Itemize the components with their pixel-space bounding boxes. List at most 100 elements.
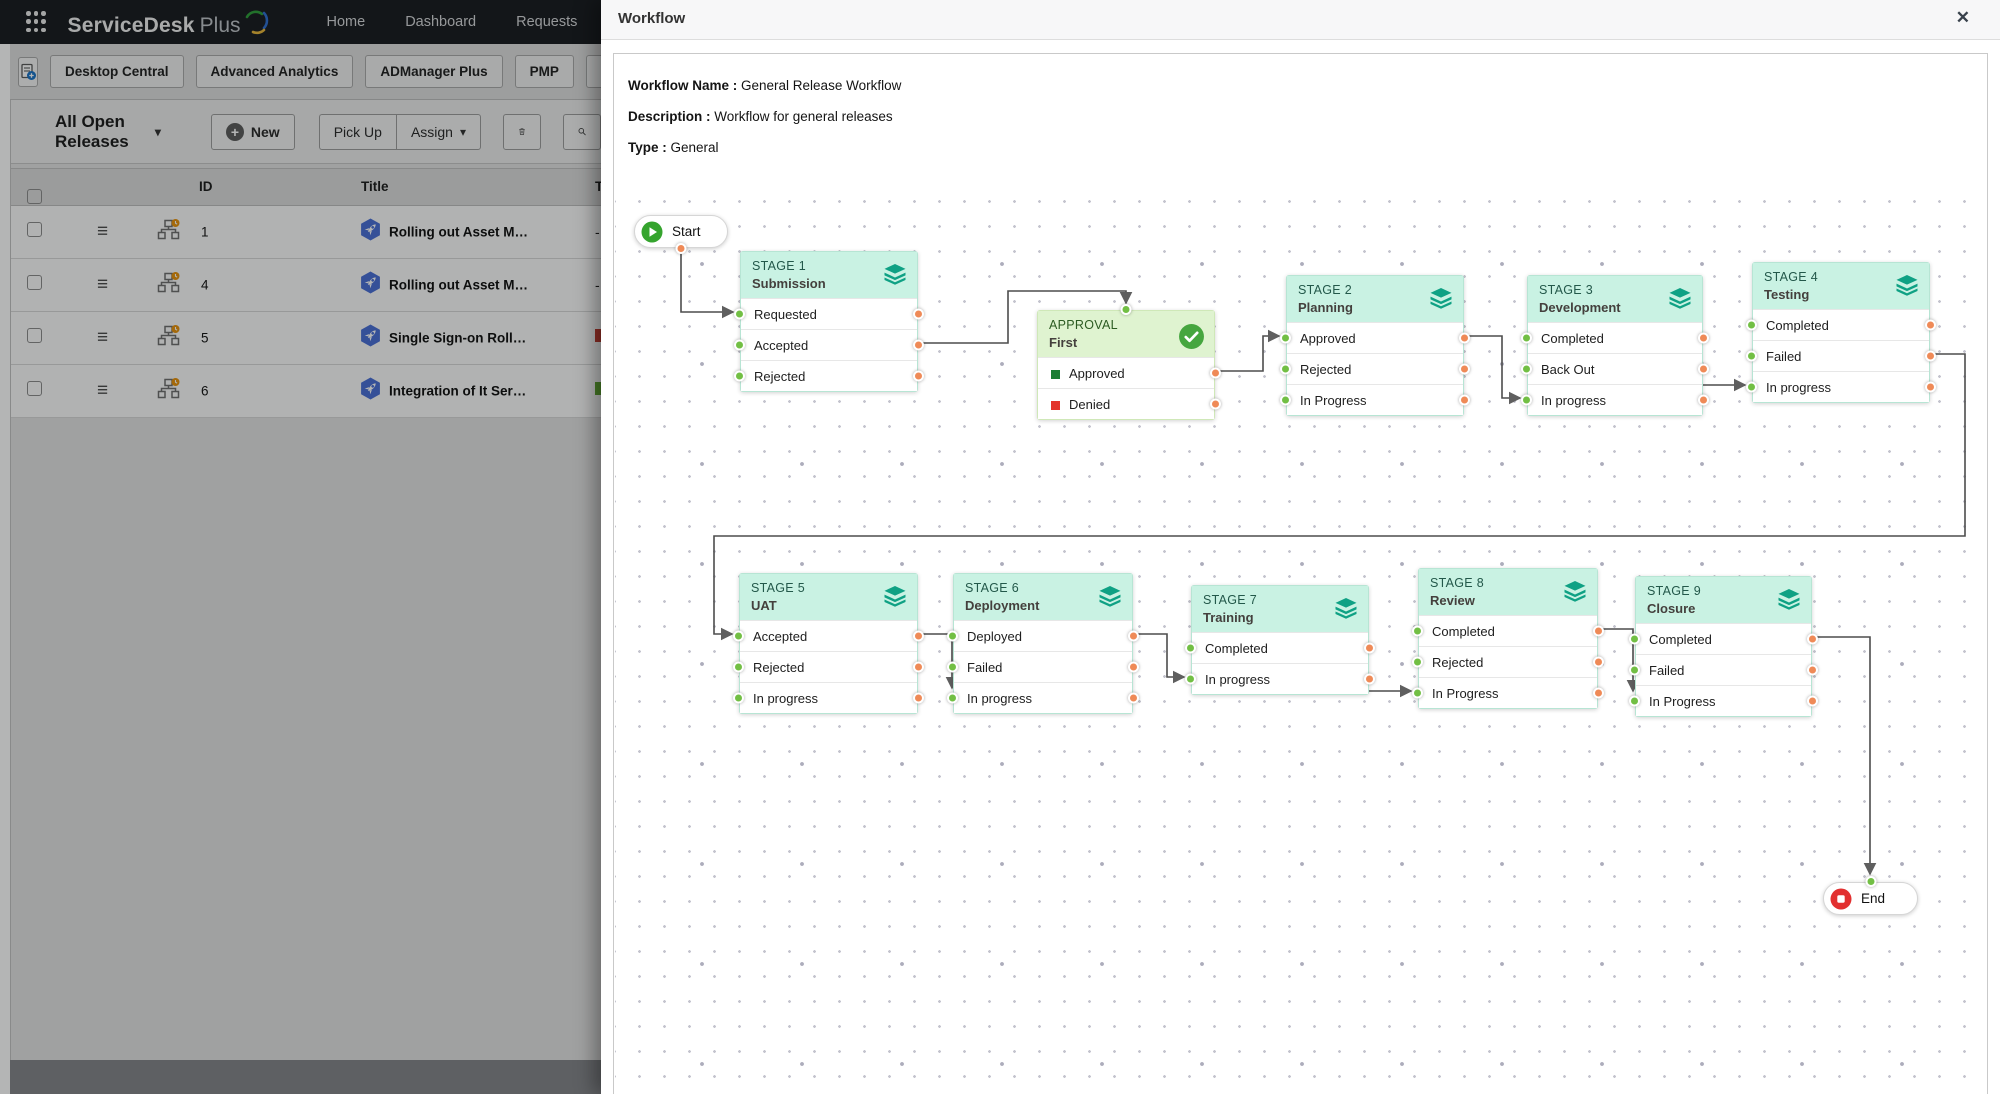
node-status-row[interactable]: Failed	[1746, 340, 1936, 371]
app-grid-icon[interactable]	[26, 11, 46, 33]
node-status-row[interactable]: In progress	[1521, 384, 1709, 415]
hamburger-icon[interactable]: ≡	[97, 274, 109, 295]
node-status-row[interactable]: In Progress	[1412, 677, 1604, 708]
brand-logo[interactable]: ServiceDesk Plus	[68, 6, 269, 38]
hamburger-icon[interactable]: ≡	[97, 380, 109, 401]
node-status-row[interactable]: Failed	[1629, 654, 1818, 685]
nav-item-requests[interactable]: Requests	[516, 14, 578, 30]
workflow-icon[interactable]	[157, 272, 181, 299]
layers-icon	[1667, 288, 1693, 314]
delete-button[interactable]	[503, 113, 541, 150]
node-status-row[interactable]: Completed	[1185, 632, 1375, 663]
new-release-button[interactable]: + New	[210, 113, 295, 150]
close-icon[interactable]: ✕	[1955, 8, 1970, 27]
node-status-row[interactable]: Completed	[1412, 615, 1604, 646]
tab-advanced-analytics[interactable]: Advanced Analytics	[195, 55, 354, 88]
row-title[interactable]: Single Sign-on Roll…	[389, 330, 527, 346]
row-title[interactable]: Integration of It Ser…	[389, 383, 527, 399]
pickup-button[interactable]: Pick Up	[318, 113, 396, 150]
col-header-id: ID	[199, 179, 213, 194]
row-checkbox[interactable]	[27, 222, 42, 242]
tab-admanager-plus[interactable]: ADManager Plus	[365, 55, 503, 88]
row-checkbox[interactable]	[27, 381, 42, 401]
node-status-row[interactable]: Approved	[1280, 322, 1470, 353]
node-status-row[interactable]: Completed	[1746, 309, 1936, 340]
status-in-port	[1629, 633, 1640, 645]
nav-item-home[interactable]: Home	[326, 14, 366, 30]
row-title[interactable]: Rolling out Asset M…	[389, 224, 528, 240]
node-status-row[interactable]: Requested	[734, 298, 924, 329]
release-filter-dropdown[interactable]: All Open Releases ▾	[55, 112, 161, 152]
status-out-port	[1459, 363, 1470, 375]
status-in-port	[1412, 656, 1423, 668]
check-icon	[1178, 323, 1205, 355]
status-in-port	[734, 308, 745, 320]
terminal-label: Start	[672, 224, 701, 239]
node-status-row[interactable]: In progress	[1185, 663, 1375, 694]
left-edge-strip	[0, 44, 10, 1094]
node-status-row[interactable]: Completed	[1521, 322, 1709, 353]
select-all-checkbox[interactable]	[27, 189, 42, 204]
hamburger-icon[interactable]: ≡	[97, 221, 109, 242]
workflow-icon[interactable]	[157, 325, 181, 352]
status-out-port	[1210, 398, 1221, 410]
node-status-row[interactable]: Rejected	[1412, 646, 1604, 677]
node-status-row[interactable]: Rejected	[734, 360, 924, 391]
node-status-row[interactable]: Rejected	[1280, 353, 1470, 384]
tab-desktop-central[interactable]: Desktop Central	[50, 55, 184, 88]
node-status-row[interactable]: In progress	[1746, 371, 1936, 402]
workflow-icon[interactable]	[157, 219, 181, 246]
node-status-row[interactable]: In Progress	[1280, 384, 1470, 415]
workflow-node-start[interactable]: Start	[634, 215, 728, 254]
modal-backdrop[interactable]	[0, 0, 601, 1094]
new-document-tab-button[interactable]	[18, 56, 38, 87]
node-status-row[interactable]: In progress	[733, 682, 924, 713]
status-in-port	[733, 661, 744, 673]
node-status-row[interactable]: Denied	[1038, 388, 1221, 419]
workflow-node-end[interactable]: End	[1823, 876, 1918, 915]
node-status-row[interactable]: Accepted	[733, 620, 924, 651]
node-status-row[interactable]: Accepted	[734, 329, 924, 360]
node-status-row[interactable]: Approved	[1038, 357, 1221, 388]
node-status-row[interactable]: In Progress	[1629, 685, 1818, 716]
node-status-row[interactable]: In progress	[947, 682, 1139, 713]
tab-pmp[interactable]: PMP	[514, 55, 574, 88]
row-checkbox[interactable]	[27, 275, 42, 295]
workflow-icon[interactable]	[157, 378, 181, 405]
layers-icon	[1097, 586, 1123, 612]
node-status-row[interactable]: Completed	[1629, 623, 1818, 654]
assign-button[interactable]: Assign ▾	[395, 113, 481, 150]
status-out-port	[1593, 687, 1604, 699]
node-status-row[interactable]: Rejected	[733, 651, 924, 682]
status-out-port	[1698, 332, 1709, 344]
row-title[interactable]: Rolling out Asset M…	[389, 277, 528, 293]
hamburger-icon[interactable]: ≡	[97, 327, 109, 348]
node-status-row[interactable]: Deployed	[947, 620, 1139, 651]
node-status-row[interactable]: Failed	[947, 651, 1139, 682]
nav-item-dashboard[interactable]: Dashboard	[405, 14, 477, 30]
node-status-row[interactable]: Back Out	[1521, 353, 1709, 384]
search-button[interactable]	[563, 113, 601, 150]
pickup-label: Pick Up	[333, 123, 382, 140]
row-checkbox[interactable]	[27, 328, 42, 348]
brand-swoosh-icon	[243, 9, 269, 40]
